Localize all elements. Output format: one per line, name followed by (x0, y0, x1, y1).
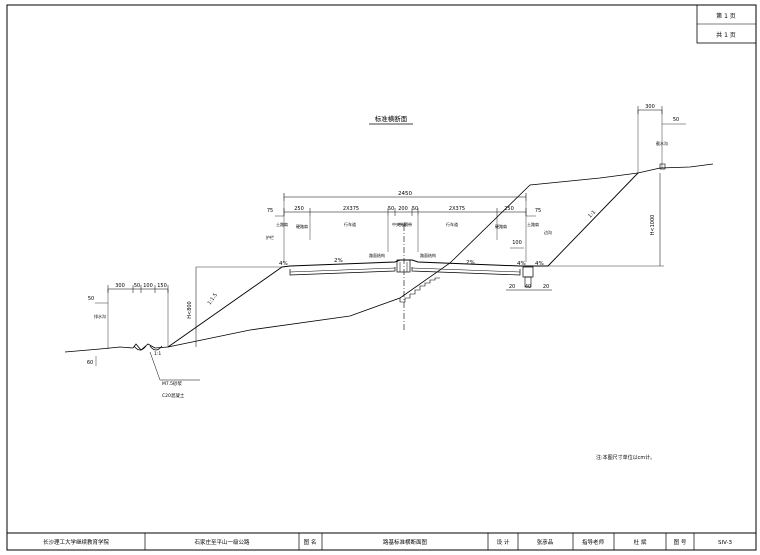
dim-20-b: 20 (543, 284, 549, 290)
slope-left-shoulder: 4% (279, 261, 288, 267)
label-hard-shoulder-right: 硬路肩 (495, 223, 507, 229)
dim-100-right: 100 (512, 240, 522, 246)
dim-row-2: 250 2X375 50 200 50 2X375 250 (283, 206, 527, 216)
height-dim-right: H<1000 (548, 173, 664, 267)
dim-2x375-right: 2X375 (449, 206, 465, 212)
label-drain-left: 排水沟 (94, 313, 106, 319)
tb-drawing-no: SIV-3 (718, 540, 733, 546)
dim-75-left: 75 (267, 208, 273, 214)
dim-250-left: 250 (294, 206, 304, 212)
dim-50-top: 50 (673, 117, 679, 123)
dim-300-left: 300 (115, 283, 125, 289)
dim-75-right: 75 (535, 208, 541, 214)
tb-drawing-name: 路基标准横断面图 (383, 538, 428, 546)
ground-line-left (64, 346, 134, 353)
material-callouts: M7.5砂浆 C20混凝土 (149, 351, 200, 399)
label-c20-concrete: C20混凝土 (162, 392, 185, 399)
roadway (281, 259, 548, 288)
ground-line-right (637, 163, 714, 174)
label-pavement-left: 路面结构 (369, 252, 385, 258)
title-block: 长沙理工大学继续教育学院 石家庄至平山一级公路 图 名 路基标准横断面图 设 计… (7, 532, 756, 550)
slope-right-lane: 2% (466, 260, 475, 266)
label-centerline: 中线 (398, 221, 406, 227)
cut-slope-right (547, 172, 639, 267)
page-total: 共 1 页 (716, 31, 736, 39)
height-800: H<800 (187, 301, 193, 319)
label-soil-shoulder-right: 土路肩 (527, 221, 539, 227)
dim-50-left: 50 (388, 206, 394, 212)
right-ditch-dims: 100 20 40 20 (506, 240, 552, 291)
tb-designer-label: 设 计 (497, 538, 510, 546)
dim-200: 200 (398, 206, 408, 212)
label-soil-shoulder-left: 土路肩 (276, 221, 288, 227)
dim-total-text: 2450 (398, 191, 412, 197)
slope-right-outer: 4% (535, 261, 544, 267)
unit-note: 注:本图尺寸单位以cm计。 (596, 454, 655, 461)
top-ditch-dims: 300 50 (637, 104, 686, 173)
label-pavement-right: 路面结构 (420, 252, 436, 258)
label-central-divider: 中央分隔带 (392, 221, 412, 227)
page-number: 第 1 页 (716, 12, 736, 20)
tb-drawing-no-label: 图 号 (674, 538, 687, 546)
left-ditch-dims: 300 50 100 150 50 60 (87, 283, 169, 366)
slope-left-lane: 2% (334, 258, 343, 264)
dim-150-left: 150 (157, 283, 167, 289)
slope-right-shoulder: 4% (517, 261, 526, 267)
dim-50-right: 50 (412, 206, 418, 212)
dim-50-vert: 50 (88, 296, 94, 302)
label-ditch-right: 边沟 (544, 229, 552, 235)
dim-300-top: 300 (645, 104, 655, 110)
tb-advisor-label: 指导老师 (582, 538, 605, 546)
dim-total: 2450 (283, 191, 527, 201)
stepped-benches (399, 277, 440, 303)
dim-100-left: 100 (143, 283, 153, 289)
section-labels: 护栏 硬路肩 土路肩 行车道 中央分隔带 行车道 硬路肩 土路肩 边沟 路面结构… (94, 140, 668, 319)
section-title: 标准横断面 (375, 114, 408, 123)
slope-fill: 1:1.5 (207, 292, 219, 306)
tb-school: 长沙理工大学继续教育学院 (43, 538, 110, 546)
tb-designer: 张彦品 (537, 538, 554, 546)
label-travel-lane-right: 行车道 (446, 221, 458, 227)
label-hard-shoulder-left: 硬路肩 (296, 223, 308, 229)
dim-2x375-left: 2X375 (343, 206, 359, 212)
slope-cut: 1:1 (587, 209, 597, 219)
label-guardrail: 护栏 (266, 234, 274, 240)
label-travel-lane-left: 行车道 (344, 221, 356, 227)
dim-20-a: 20 (509, 284, 515, 290)
slope-ditch: 1:1 (154, 351, 161, 357)
drawing-frame (6, 4, 757, 551)
page-counter-box: 第 1 页 共 1 页 (696, 4, 757, 44)
label-m75-mortar: M7.5砂浆 (162, 380, 183, 387)
tb-drawing-name-label: 图 名 (304, 538, 317, 546)
tb-advisor: 杜 斌 (634, 538, 647, 546)
height-1000: H<1000 (650, 215, 656, 236)
tb-project: 石家庄至平山一级公路 (194, 538, 250, 546)
dim-40: 40 (525, 284, 531, 290)
fill-slope-left (167, 266, 283, 348)
dim-60: 60 (87, 360, 93, 366)
dim-250-right: 250 (504, 206, 514, 212)
natural-ground-slope (167, 172, 639, 348)
height-dim-left: H<800 (187, 266, 282, 347)
dim-50-left2: 50 (134, 283, 140, 289)
dim-guide-lines (283, 201, 527, 262)
left-ditch (132, 343, 169, 351)
